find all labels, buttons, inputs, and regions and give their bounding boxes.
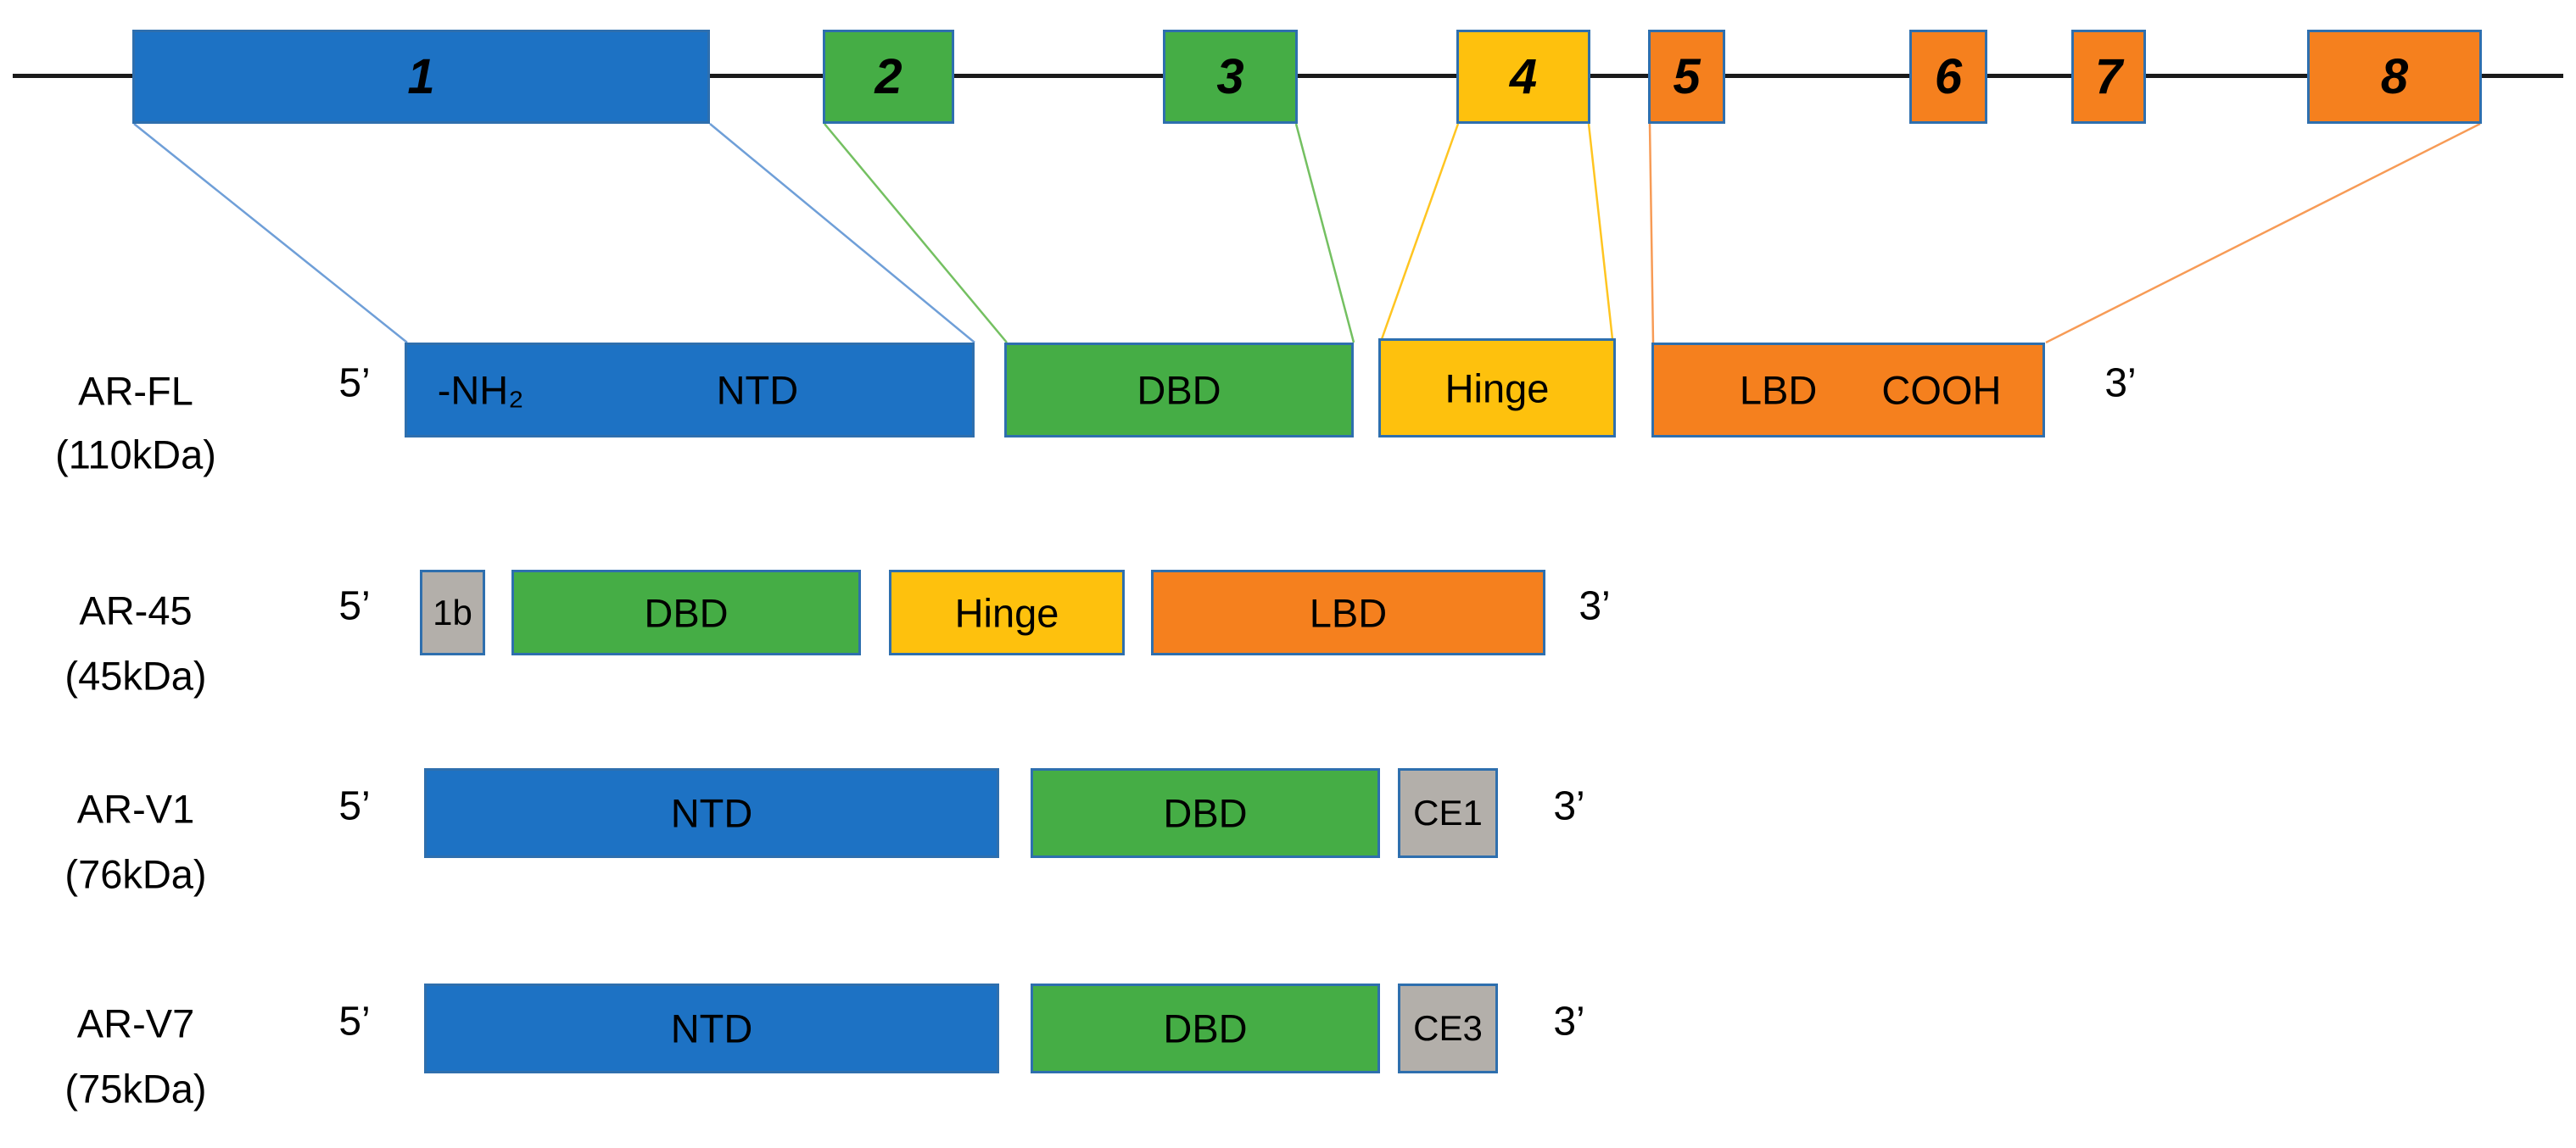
- isoform-name-label: AR-V1: [76, 786, 195, 832]
- isoform-mass-label: (45kDa): [64, 653, 207, 699]
- five-prime-label: 5’: [338, 360, 371, 406]
- three-prime-label: 3’: [1553, 999, 1585, 1045]
- domain-label: DBD: [1163, 790, 1248, 836]
- domain-label: Hinge: [1444, 365, 1550, 410]
- exon-number-label: 2: [874, 49, 902, 104]
- domain-label: NTD: [670, 790, 753, 836]
- domain-label: LBD: [1739, 367, 1818, 413]
- domain-label: LBD: [1309, 590, 1388, 635]
- exon-number-label: 3: [1216, 49, 1244, 104]
- connector-line-blue-0: [133, 123, 408, 343]
- exon-number-label: 1: [407, 49, 435, 104]
- domain-box-ar-45-hinge: Hinge: [889, 570, 1125, 655]
- exon-number-label: 5: [1673, 49, 1701, 104]
- domain-label: COOH: [1881, 367, 2002, 413]
- domain-label: NTD: [670, 1006, 753, 1051]
- domain-box-ar-fl-dbd: DBD: [1004, 343, 1354, 437]
- domain-label: DBD: [644, 590, 729, 635]
- exon-box-8: 8: [2307, 30, 2482, 124]
- domain-label: 1b: [433, 592, 472, 633]
- exon-box-3: 3: [1163, 30, 1298, 124]
- connector-line-orange-7: [2045, 122, 2481, 344]
- domain-box-ar-v7-ntd: NTD: [424, 984, 999, 1073]
- domain-box-ar-v1-ntd: NTD: [424, 768, 999, 858]
- isoform-mass-label: (75kDa): [64, 1066, 207, 1112]
- domain-box-ar-45-lbd: LBD: [1151, 570, 1545, 655]
- five-prime-label: 5’: [338, 783, 371, 829]
- exon-box-1: 1: [132, 30, 710, 124]
- exon-number-label: 6: [1934, 49, 1963, 104]
- exon-number-label: 4: [1509, 49, 1538, 104]
- exon-box-7: 7: [2071, 30, 2146, 124]
- domain-label: -NH₂: [437, 367, 524, 413]
- domain-label: DBD: [1137, 367, 1221, 413]
- isoform-name-label: AR-45: [79, 588, 193, 633]
- domain-box-ar-fl-hinge: Hinge: [1378, 338, 1616, 437]
- domain-box-ar-fl-lbd: LBD COOH: [1651, 343, 2045, 437]
- exon-number-label: 7: [2094, 49, 2123, 104]
- domain-label: DBD: [1163, 1006, 1248, 1051]
- isoform-mass-label: (110kDa): [55, 432, 216, 477]
- domain-box-ar-v7-ce3: CE3: [1398, 984, 1498, 1073]
- exon-number-label: 8: [2380, 49, 2409, 104]
- domain-box-ar-v1-ce1: CE1: [1398, 768, 1498, 858]
- five-prime-label: 5’: [338, 999, 371, 1045]
- isoform-name-label: AR-FL: [78, 368, 193, 414]
- domain-label: CE1: [1413, 793, 1483, 833]
- connector-line-blue-1: [709, 123, 975, 343]
- domain-box-ar-45-dbd: DBD: [511, 570, 861, 655]
- exon-box-6: 6: [1909, 30, 1987, 124]
- connector-line-green-2: [824, 123, 1008, 343]
- isoform-name-label: AR-V7: [76, 1000, 195, 1046]
- isoform-mass-label: (76kDa): [64, 851, 207, 897]
- domain-label: NTD: [716, 367, 799, 413]
- connector-line-orange-6: [1648, 123, 1655, 343]
- three-prime-label: 3’: [2104, 360, 2137, 406]
- exon-box-5: 5: [1648, 30, 1725, 124]
- exon-box-4: 4: [1456, 30, 1590, 124]
- connector-line-yellow-5: [1587, 123, 1614, 340]
- domain-label: CE3: [1413, 1008, 1483, 1048]
- exon-box-2: 2: [823, 30, 954, 124]
- connector-line-yellow-4: [1380, 123, 1460, 340]
- domain-box-ar-fl--nh₂: -NH₂ NTD: [405, 343, 975, 437]
- connector-line-green-3: [1294, 123, 1355, 343]
- three-prime-label: 3’: [1579, 583, 1611, 628]
- three-prime-label: 3’: [1553, 783, 1585, 829]
- domain-box-ar-v1-dbd: DBD: [1031, 768, 1380, 858]
- domain-box-ar-45-1b: 1b: [420, 570, 485, 655]
- domain-box-ar-v7-dbd: DBD: [1031, 984, 1380, 1073]
- five-prime-label: 5’: [338, 583, 371, 628]
- domain-label: Hinge: [954, 590, 1059, 635]
